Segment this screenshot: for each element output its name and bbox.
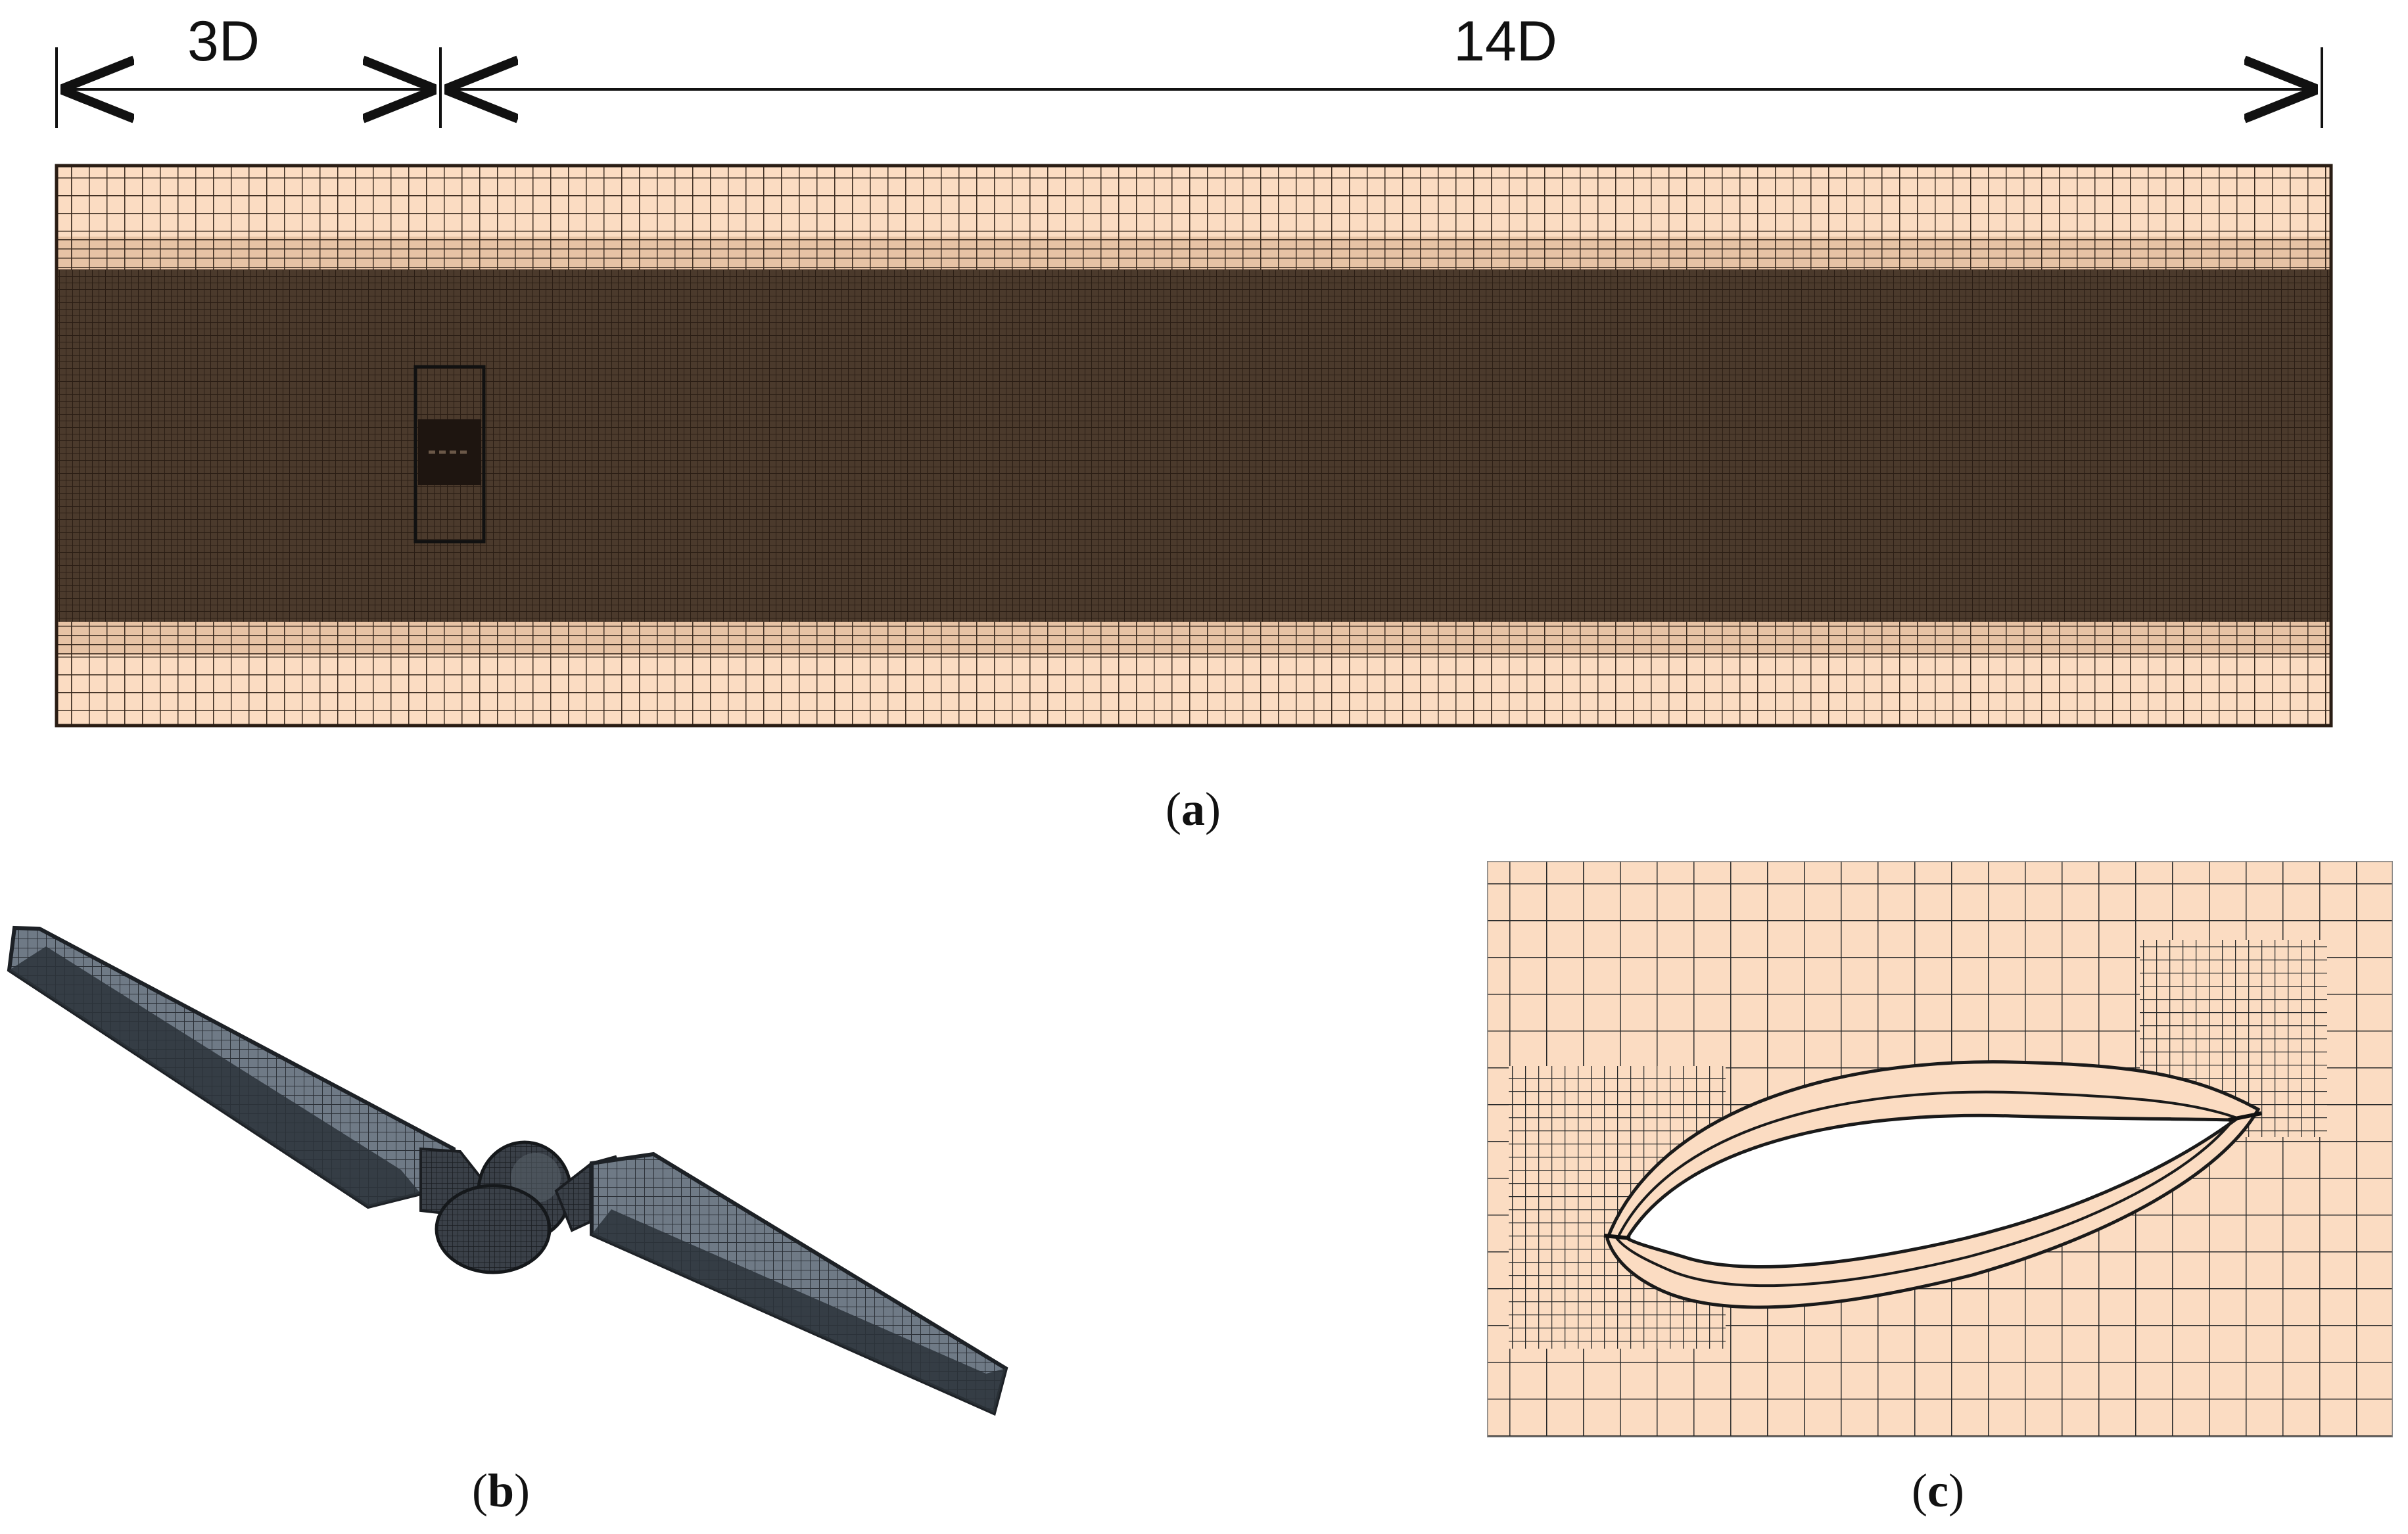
domain-outline [55,164,2333,728]
airfoil-profile [1624,1113,2240,1268]
panel-c-airfoil-mesh [1487,861,2393,1437]
caption-b: (b) [472,1464,530,1517]
hub-shaft [435,1184,552,1274]
rotating-zone-box [413,365,486,544]
upstream-length-label: 3D [187,10,260,73]
trailing-edge-point [2228,1111,2262,1122]
downstream-length-label: 14D [1453,10,1557,73]
hub-highlight [511,1153,561,1203]
right-blade-lower-face [592,1209,1006,1413]
caption-a: (a) [1166,783,1221,835]
boundary-layer-inner-line [1615,1090,2238,1288]
upper-transition-band [57,237,2331,269]
leading-edge-point [1603,1234,1631,1240]
lower-transition-band [57,622,2331,655]
domain-refined-core-mesh [57,269,2331,622]
caption-c: (c) [1912,1464,1964,1517]
panel-a-domain-mesh [55,164,2333,728]
panel-b-propeller-mesh [7,925,1008,1416]
dimension-annotations: 3D 14D [55,10,2323,128]
left-blade-lower-face [9,946,421,1207]
